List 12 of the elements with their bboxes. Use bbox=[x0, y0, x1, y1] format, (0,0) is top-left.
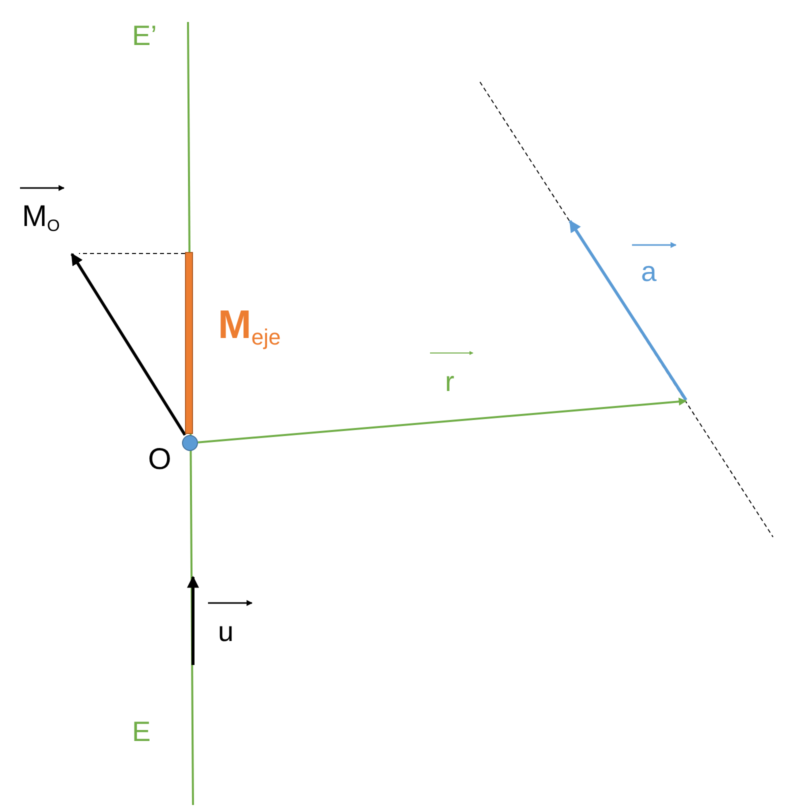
point bbox=[182, 435, 198, 451]
arrow bbox=[70, 252, 186, 436]
arrow bbox=[198, 398, 687, 444]
moment-label: M$_{eje}$ bbox=[218, 305, 281, 349]
point-label: O bbox=[148, 445, 172, 475]
vector-label: u bbox=[218, 618, 234, 646]
axis-label: E bbox=[132, 718, 151, 746]
projection-line bbox=[78, 253, 186, 254]
moment-bar bbox=[185, 252, 193, 434]
vector-label: M$_{O}$ bbox=[22, 202, 80, 254]
vector-label: a bbox=[641, 258, 657, 286]
axis-label: E’ bbox=[132, 22, 157, 50]
